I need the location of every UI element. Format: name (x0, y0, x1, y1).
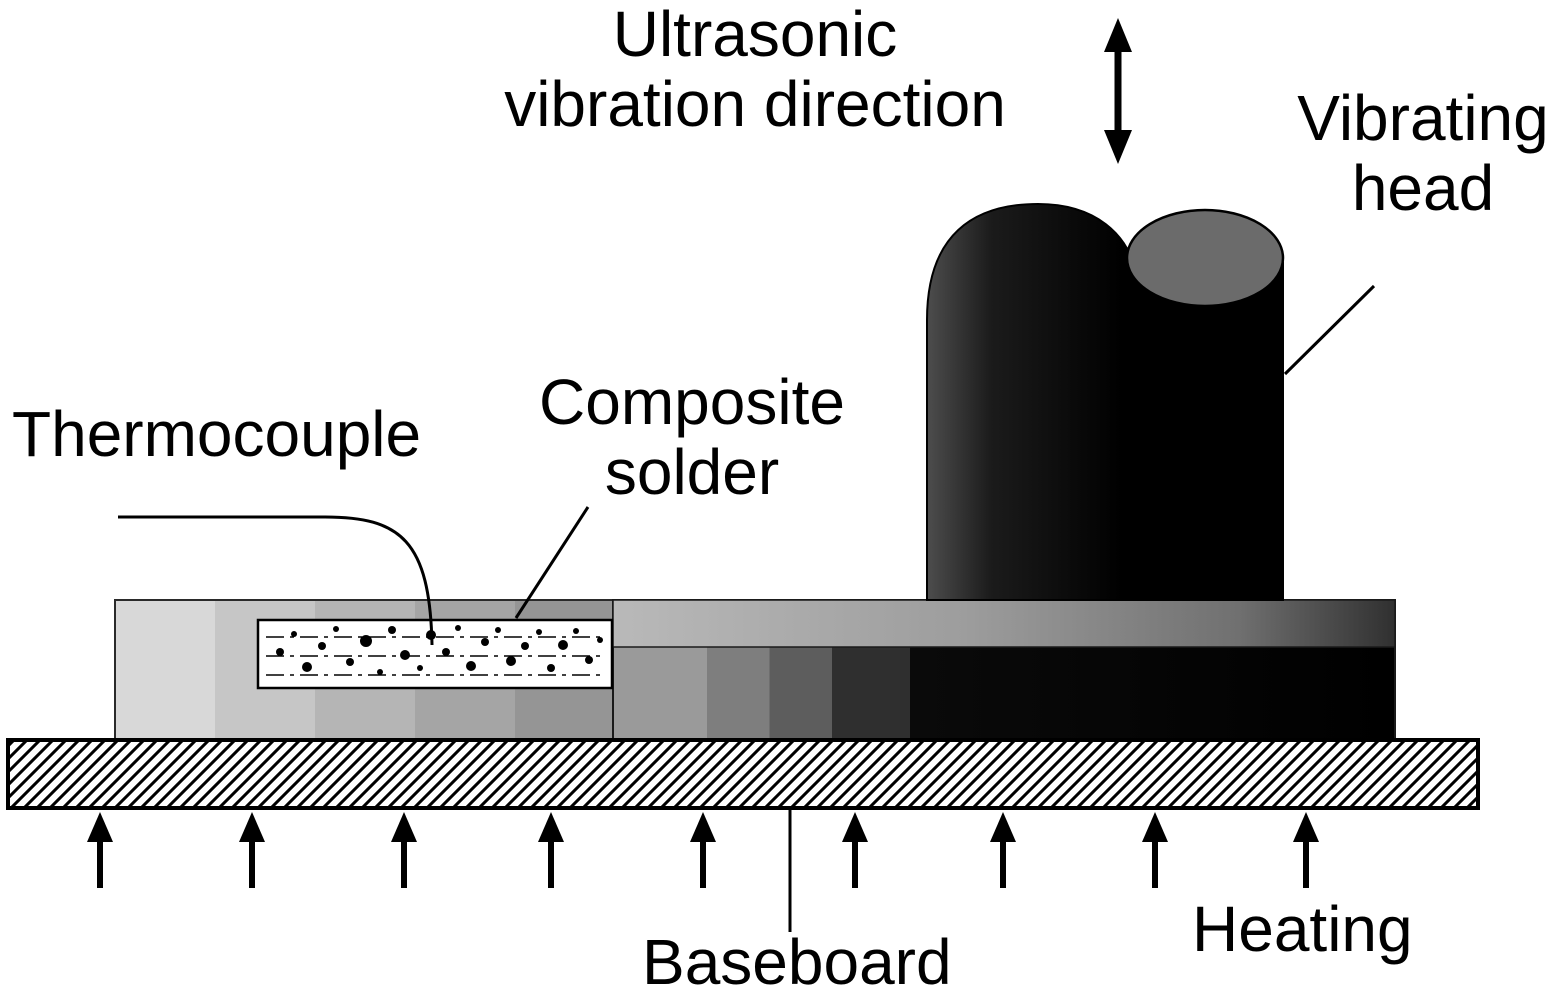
vibration-direction-label: Ultrasonic vibration direction (504, 0, 1006, 140)
workpiece-upper-plate (612, 599, 1396, 741)
baseboard-label: Baseboard (642, 926, 952, 998)
composite-solder-pool (256, 618, 614, 690)
vibrating-head-leader-line (1283, 284, 1376, 376)
composite-solder-leader-line (514, 506, 590, 619)
baseboard-hatched-bar (6, 738, 1480, 810)
solder-dash-dot-lines (266, 636, 606, 676)
heating-label: Heating (1192, 893, 1413, 965)
head-top-face (1125, 208, 1285, 308)
heating-arrows-icon (87, 812, 1319, 888)
vibrating-head-label: Vibrating head (1297, 82, 1549, 224)
thermocouple-label: Thermocouple (12, 398, 422, 470)
vibrating-head-cylinder (926, 202, 1285, 601)
thermocouple-leader-line (118, 515, 434, 646)
composite-solder-label: Composite solder (539, 366, 845, 508)
vibration-direction-arrow-icon (1104, 18, 1132, 164)
